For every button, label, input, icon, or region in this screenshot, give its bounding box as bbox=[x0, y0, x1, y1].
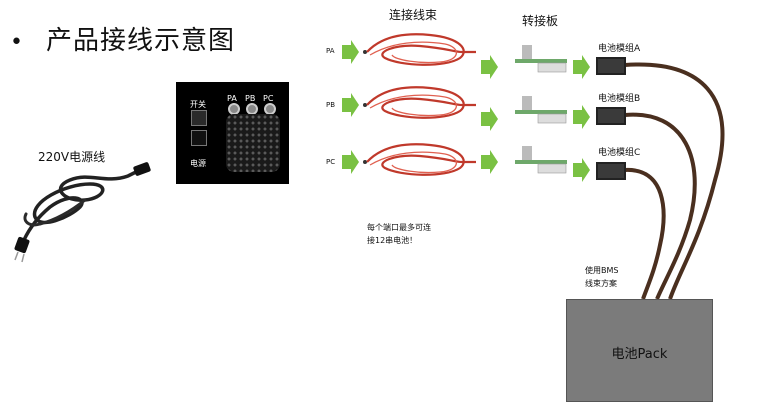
cable-c bbox=[624, 167, 666, 300]
module-label-c: 电池模组C bbox=[598, 148, 641, 158]
arrow-icon bbox=[573, 55, 590, 79]
battery-pack: 电池Pack bbox=[566, 299, 713, 402]
cable-a bbox=[624, 62, 725, 300]
channel-row-a bbox=[342, 33, 590, 79]
arrow-icon bbox=[481, 107, 498, 131]
adapter-board-c bbox=[515, 160, 567, 164]
power-socket bbox=[191, 130, 207, 146]
module-label-a: 电池模组A bbox=[598, 44, 641, 54]
arrow-icon bbox=[342, 93, 359, 117]
battery-module-b bbox=[596, 107, 626, 125]
charger-device: 开关 电源 PA PB PC bbox=[176, 82, 289, 184]
battery-module-a bbox=[596, 57, 626, 75]
arrow-icon bbox=[573, 105, 590, 129]
power-switch[interactable] bbox=[191, 110, 207, 126]
pack-label: 电池Pack bbox=[611, 347, 668, 362]
arrow-icon bbox=[481, 55, 498, 79]
harness-c bbox=[366, 143, 476, 176]
power-cord-icon bbox=[14, 162, 151, 263]
harness-b bbox=[366, 86, 476, 119]
port-label-a: PA bbox=[326, 47, 335, 55]
bms-note-line: 线束方案 bbox=[585, 279, 617, 288]
title-bullet: • bbox=[10, 30, 24, 55]
bms-note-line: 使用BMS bbox=[585, 266, 619, 275]
adapter-header: 转接板 bbox=[522, 14, 559, 28]
channel-row-c bbox=[342, 143, 590, 182]
port-label-c: PC bbox=[326, 158, 336, 166]
port-label-b: PB bbox=[326, 101, 336, 109]
device-port-label-pb: PB bbox=[245, 94, 256, 103]
slide-title: • 产品接线示意图 bbox=[10, 20, 235, 57]
speaker-grille bbox=[226, 114, 280, 172]
cable-b bbox=[624, 112, 697, 300]
battery-module-c bbox=[596, 162, 626, 180]
harness-a bbox=[366, 33, 476, 66]
bms-note: 使用BMS 线束方案 bbox=[585, 264, 618, 290]
adapter-board-b bbox=[515, 110, 567, 114]
power-cord-label: 220V电源线 bbox=[38, 150, 106, 164]
arrow-icon bbox=[573, 158, 590, 182]
channel-row-b bbox=[342, 86, 590, 131]
power-label: 电源 bbox=[190, 159, 206, 168]
adapter-board-a bbox=[515, 59, 567, 63]
port-limit-note-line: 每个端口最多可连 bbox=[367, 223, 431, 232]
arrow-icon bbox=[481, 150, 498, 174]
arrow-icon bbox=[342, 150, 359, 174]
switch-label: 开关 bbox=[190, 100, 206, 109]
title-text: 产品接线示意图 bbox=[45, 26, 235, 56]
harness-header: 连接线束 bbox=[389, 8, 438, 22]
port-limit-note: 每个端口最多可连 接12串电池！ bbox=[367, 221, 431, 247]
module-label-b: 电池模组B bbox=[598, 94, 641, 104]
arrow-icon bbox=[342, 40, 359, 64]
device-port-label-pc: PC bbox=[263, 94, 274, 103]
device-port-label-pa: PA bbox=[227, 94, 237, 103]
port-limit-note-line: 接12串电池！ bbox=[367, 236, 418, 245]
